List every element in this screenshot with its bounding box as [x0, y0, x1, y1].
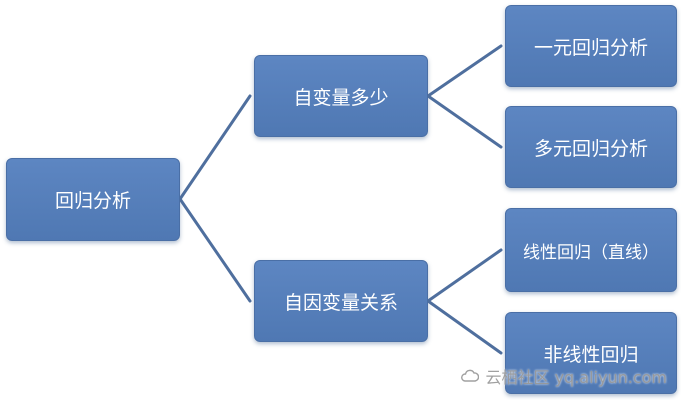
branch-node-label: 自变量多少	[293, 86, 389, 109]
leaf-node-linear-regression: 线性回归（直线）	[505, 208, 677, 292]
connector-branch-2-to-leaf-3	[426, 248, 503, 303]
leaf-node-multiple-regression: 多元回归分析	[505, 106, 677, 188]
watermark-text: 云栖社区 yq.aliyun.com	[485, 368, 667, 387]
watermark: 云栖社区 yq.aliyun.com	[461, 364, 667, 388]
branch-node-label: 自因变量关系	[283, 291, 398, 314]
branch-node-variable-relation: 自因变量关系	[254, 260, 428, 342]
root-node: 回归分析	[6, 158, 180, 241]
leaf-node-nonlinear-regression: 非线性回归	[505, 312, 677, 394]
leaf-node-label: 一元回归分析	[533, 36, 648, 59]
connector-root-to-branch-2	[178, 197, 252, 303]
root-node-label: 回归分析	[54, 190, 131, 212]
connector-root-to-branch-1	[178, 94, 252, 201]
leaf-node-label: 线性回归（直线）	[523, 242, 659, 263]
leaf-node-label: 多元回归分析	[533, 137, 648, 160]
leaf-node-label: 非线性回归	[543, 343, 639, 366]
connector-branch-2-to-leaf-4	[426, 299, 503, 355]
leaf-node-simple-regression: 一元回归分析	[505, 5, 677, 87]
connector-branch-1-to-leaf-2	[426, 94, 503, 149]
cloud-logo-icon	[461, 369, 480, 382]
branch-node-variable-count: 自变量多少	[254, 55, 428, 137]
connector-branch-1-to-leaf-1	[426, 44, 503, 98]
